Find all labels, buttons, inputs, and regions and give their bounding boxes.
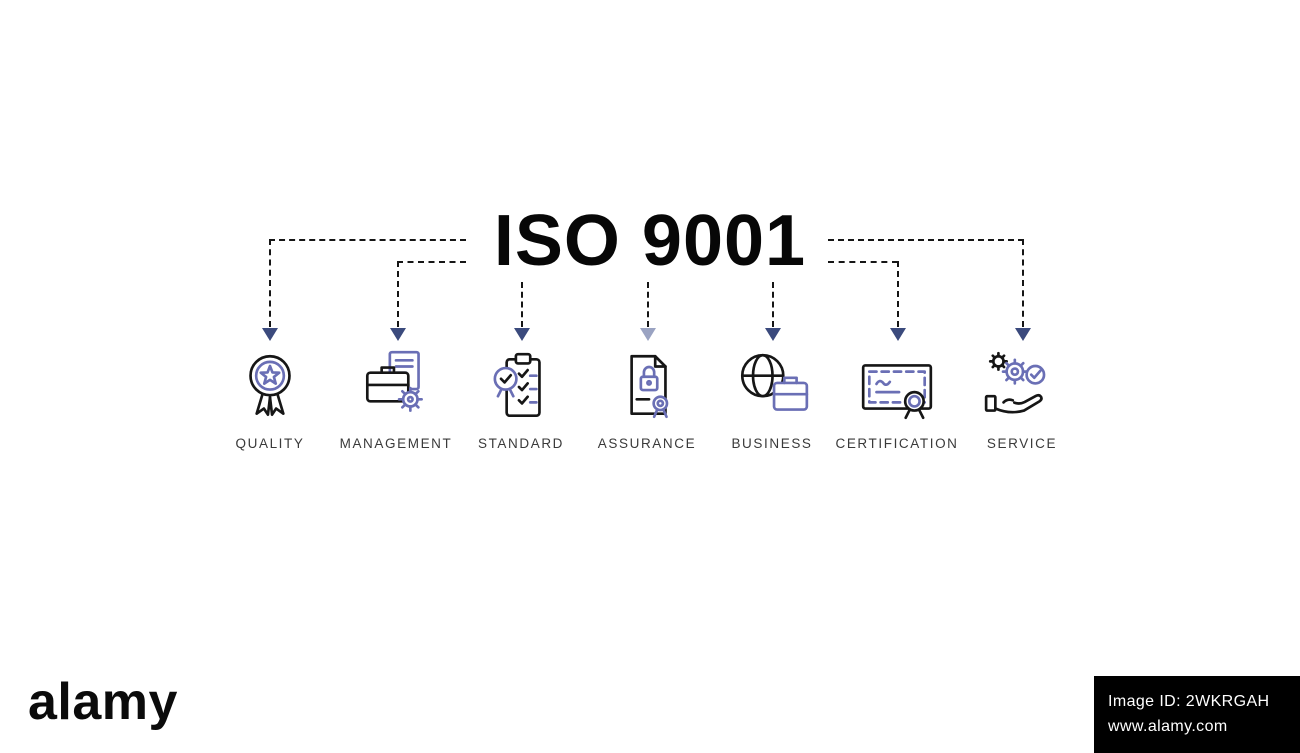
item-label-management: MANAGEMENT <box>339 436 453 451</box>
connector-line <box>647 282 649 327</box>
banner-item-service: SERVICE <box>942 346 1102 451</box>
connector-line <box>897 261 899 327</box>
connector-line <box>397 261 466 263</box>
item-label-business: BUSINESS <box>731 436 813 451</box>
alamy-logo: alamy <box>28 673 178 731</box>
connector-line <box>397 261 399 327</box>
banner-title: ISO 9001 <box>493 201 807 281</box>
connector-line <box>1022 239 1024 327</box>
quality-rosette-icon <box>249 354 291 417</box>
item-label-service: SERVICE <box>986 436 1058 451</box>
arrow-down-management-icon <box>390 328 406 341</box>
banner-item-assurance: ASSURANCE <box>567 346 727 451</box>
banner-item-business: BUSINESS <box>692 346 852 451</box>
arrow-down-service-icon <box>1015 328 1031 341</box>
standard-clipboard-checklist-icon <box>493 352 541 418</box>
connector-line <box>269 239 466 241</box>
banner-item-standard: STANDARD <box>441 346 601 451</box>
item-label-certification: CERTIFICATION <box>835 436 959 451</box>
item-label-quality: QUALITY <box>235 436 305 451</box>
banner-item-certification: CERTIFICATION <box>817 346 977 451</box>
arrow-down-quality-icon <box>262 328 278 341</box>
banner-item-management: MANAGEMENT <box>316 346 476 451</box>
certification-certificate-medal-icon <box>861 364 933 420</box>
alamy-url-text: www.alamy.com <box>1108 718 1228 735</box>
assurance-document-lock-icon <box>630 354 669 419</box>
connector-line <box>828 261 898 263</box>
connector-line <box>828 239 1024 241</box>
connector-line <box>269 239 271 327</box>
business-globe-briefcase-icon <box>740 353 809 411</box>
connector-line <box>521 282 523 327</box>
connector-line <box>772 282 774 327</box>
image-id-box: Image ID: 2WKRGAH www.alamy.com <box>1094 676 1300 753</box>
banner-item-quality: QUALITY <box>190 346 350 451</box>
arrow-down-assurance-icon <box>640 328 656 341</box>
arrow-down-business-icon <box>765 328 781 341</box>
item-label-assurance: ASSURANCE <box>597 436 697 451</box>
image-id-text: Image ID: 2WKRGAH <box>1108 693 1270 710</box>
management-briefcase-gear-icon <box>365 350 423 412</box>
arrow-down-standard-icon <box>514 328 530 341</box>
item-label-standard: STANDARD <box>477 436 565 451</box>
service-hand-gears-icon <box>984 351 1046 414</box>
arrow-down-certification-icon <box>890 328 906 341</box>
